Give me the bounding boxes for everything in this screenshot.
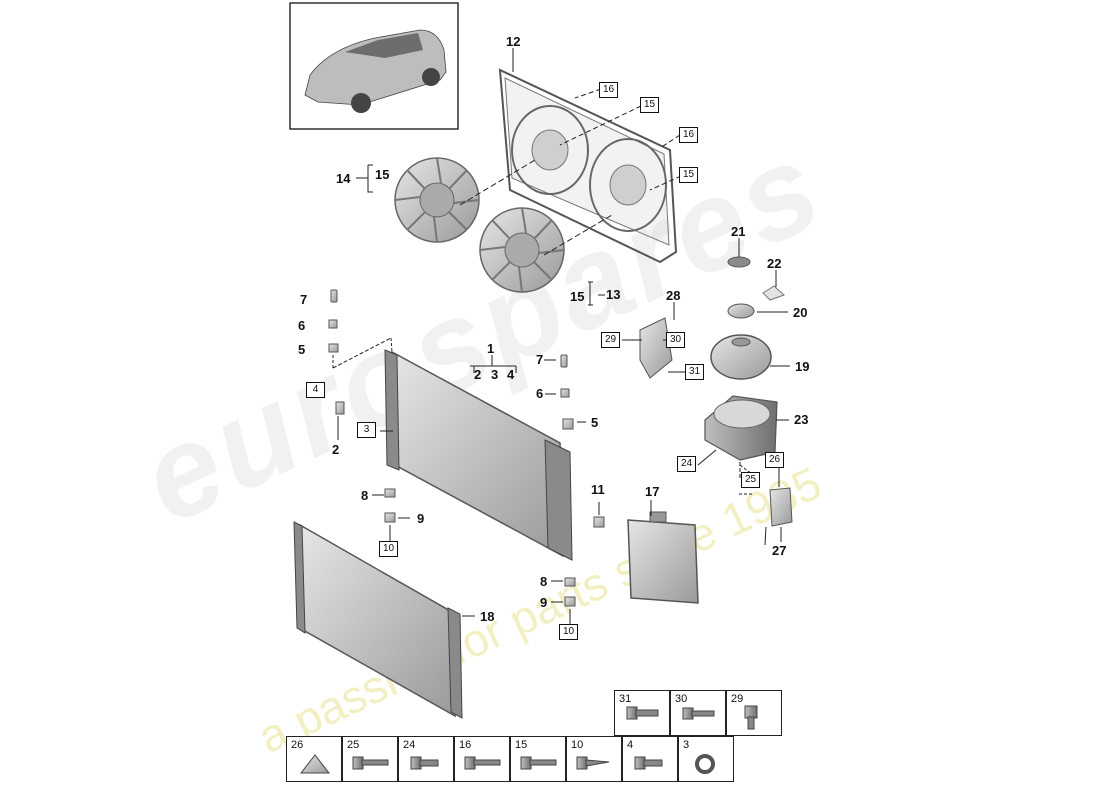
flange-bolt-icon bbox=[682, 707, 715, 720]
hose-bracket bbox=[639, 317, 673, 379]
callout-5-left: 5 bbox=[298, 342, 306, 357]
fastener-cell: 15 bbox=[510, 736, 566, 782]
short-bolt-icon bbox=[744, 705, 758, 730]
boxed-callout-3: 3 bbox=[357, 422, 376, 438]
callout-23: 23 bbox=[794, 412, 809, 427]
callout-21: 21 bbox=[731, 224, 746, 239]
fan-right bbox=[479, 207, 565, 293]
boxed-callout-31: 31 bbox=[685, 364, 704, 380]
boxed-callout-16-mid: 16 bbox=[679, 127, 698, 143]
fastener-cell: 24 bbox=[398, 736, 454, 782]
callout-22: 22 bbox=[767, 256, 782, 271]
callout-1: 1 bbox=[487, 341, 495, 356]
fastener-number: 3 bbox=[683, 739, 690, 751]
callout-19: 19 bbox=[795, 359, 810, 374]
boxed-callout-4: 4 bbox=[306, 382, 325, 398]
callout-3-group: 3 bbox=[491, 367, 499, 382]
long-bolt-icon bbox=[520, 756, 557, 770]
fastener-cell: 3 bbox=[678, 736, 734, 782]
boxed-callout-15-top: 15 bbox=[640, 97, 659, 113]
tank-bracket bbox=[704, 395, 778, 461]
sensor-bracket bbox=[769, 487, 793, 527]
boxed-callout-16-top: 16 bbox=[599, 82, 618, 98]
clip-nut-icon bbox=[299, 754, 331, 774]
fastener-cell: 10 bbox=[566, 736, 622, 782]
expansion-tank bbox=[710, 256, 785, 380]
fastener-number: 26 bbox=[291, 739, 304, 751]
o-ring-icon bbox=[695, 754, 715, 774]
self-tapping-screw-icon bbox=[576, 756, 610, 770]
fastener-number: 29 bbox=[731, 693, 744, 705]
leader-lines bbox=[332, 48, 790, 624]
callout-12: 12 bbox=[506, 34, 521, 49]
fastener-cell: 4 bbox=[622, 736, 678, 782]
boxed-callout-25: 25 bbox=[741, 472, 760, 488]
callout-5-right: 5 bbox=[591, 415, 599, 430]
fastener-cell: 25 bbox=[342, 736, 398, 782]
callout-6-right: 6 bbox=[536, 386, 544, 401]
bolt-icon bbox=[634, 756, 663, 770]
fastener-cell: 31 bbox=[614, 690, 670, 736]
fastener-cell: 29 bbox=[726, 690, 782, 736]
callout-27: 27 bbox=[772, 543, 787, 558]
fastener-number: 30 bbox=[675, 693, 688, 705]
boxed-callout-10-left: 10 bbox=[379, 541, 398, 557]
callout-11: 11 bbox=[591, 482, 605, 497]
fastener-number: 24 bbox=[403, 739, 416, 751]
callout-4-group: 4 bbox=[507, 367, 515, 382]
long-bolt-icon bbox=[352, 756, 389, 770]
bolt-icon bbox=[410, 756, 439, 770]
boxed-callout-26: 26 bbox=[765, 452, 784, 468]
callout-17: 17 bbox=[645, 484, 660, 499]
callout-20: 20 bbox=[793, 305, 808, 320]
boxed-callout-29: 29 bbox=[601, 332, 620, 348]
callout-9-left: 9 bbox=[417, 511, 425, 526]
callout-9-right: 9 bbox=[540, 595, 548, 610]
callout-8-right: 8 bbox=[540, 574, 548, 589]
radiator bbox=[384, 349, 573, 561]
fan-left bbox=[394, 157, 480, 243]
condenser bbox=[293, 521, 463, 719]
auxiliary-cooler bbox=[627, 511, 699, 604]
bushings bbox=[328, 289, 605, 607]
callout-14: 14 bbox=[336, 171, 351, 186]
long-bolt-icon bbox=[464, 756, 501, 770]
fan-shroud bbox=[498, 68, 678, 264]
callout-7-left: 7 bbox=[300, 292, 308, 307]
callout-2: 2 bbox=[332, 442, 340, 457]
fastener-number: 4 bbox=[627, 739, 634, 751]
fastener-number: 25 bbox=[347, 739, 360, 751]
callout-6-left: 6 bbox=[298, 318, 306, 333]
boxed-callout-30: 30 bbox=[666, 332, 685, 348]
callout-18: 18 bbox=[480, 609, 495, 624]
fastener-cell: 16 bbox=[454, 736, 510, 782]
boxed-callout-15-mid: 15 bbox=[679, 167, 698, 183]
callout-13: 13 bbox=[606, 287, 621, 302]
callout-15-right: 15 bbox=[570, 289, 585, 304]
callout-2-group: 2 bbox=[474, 367, 482, 382]
fastener-cell: 30 bbox=[670, 690, 726, 736]
flange-bolt-icon bbox=[626, 706, 659, 720]
boxed-callout-24: 24 bbox=[677, 456, 696, 472]
callout-28: 28 bbox=[666, 288, 681, 303]
fastener-number: 10 bbox=[571, 739, 584, 751]
fastener-number: 15 bbox=[515, 739, 528, 751]
fastener-number: 16 bbox=[459, 739, 472, 751]
callout-15-left: 15 bbox=[375, 167, 390, 182]
callout-8-left: 8 bbox=[361, 488, 369, 503]
fastener-cell: 26 bbox=[286, 736, 342, 782]
fastener-number: 31 bbox=[619, 693, 632, 705]
vehicle-thumbnail bbox=[289, 2, 459, 130]
callout-7-right: 7 bbox=[536, 352, 544, 367]
boxed-callout-10-right: 10 bbox=[559, 624, 578, 640]
